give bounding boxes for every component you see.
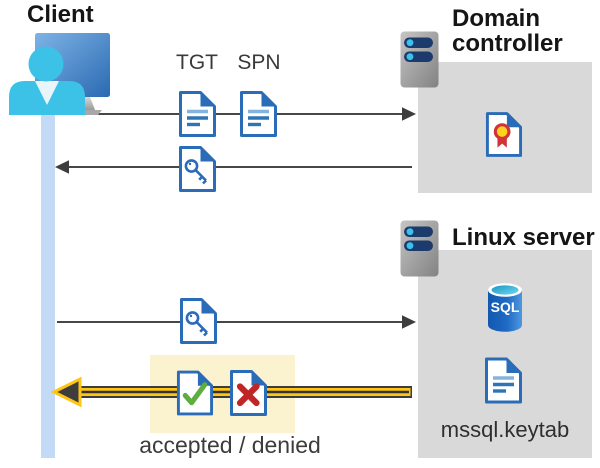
certificate-icon [485, 112, 523, 157]
ticket-key-document-icon-2 [180, 298, 217, 344]
spn-document-icon [240, 91, 277, 137]
spn-label: SPN [237, 51, 281, 74]
arrow-client-to-linux [57, 315, 416, 329]
sql-text: SQL [491, 299, 520, 315]
keytab-document-icon [485, 357, 522, 404]
denied-document-icon [230, 370, 267, 416]
client-label: Client [27, 1, 94, 28]
domain-controller-label: Domain controller [452, 5, 563, 57]
linux-server-icon [400, 220, 439, 277]
tgt-label: TGT [176, 51, 218, 74]
keytab-label: mssql.keytab [440, 417, 570, 442]
accepted-document-icon [176, 370, 214, 416]
tgt-document-icon [179, 91, 216, 137]
client-icon [9, 33, 110, 115]
result-highlight-box [150, 355, 295, 433]
client-lifeline [41, 111, 55, 458]
result-label: accepted / denied [139, 432, 321, 458]
arrow-dc-to-client [55, 160, 412, 174]
sql-database-icon: SQL [488, 283, 522, 332]
ticket-key-document-icon [179, 146, 216, 192]
linux-server-label: Linux server [452, 224, 595, 251]
dc-server-icon [400, 31, 439, 88]
